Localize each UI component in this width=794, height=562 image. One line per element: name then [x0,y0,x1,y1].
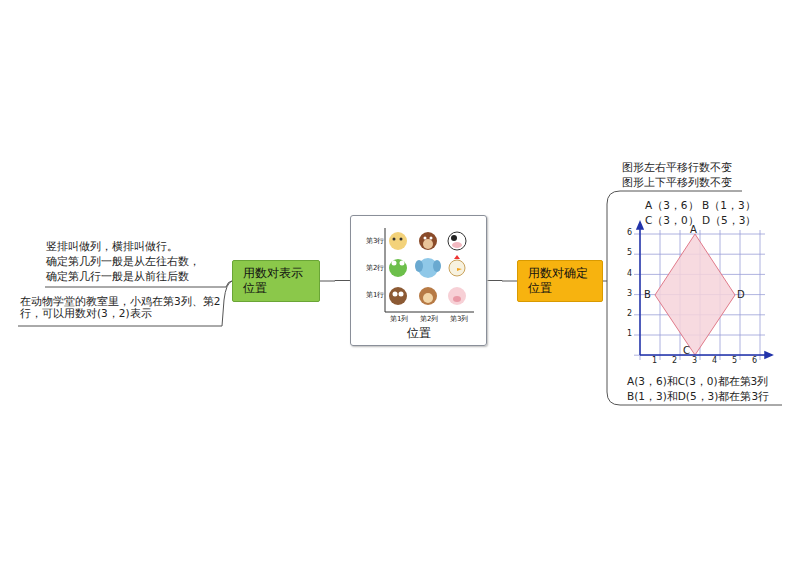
axis-number: 6 [752,356,757,365]
leader-line [18,281,232,326]
axis-number: 5 [627,248,632,257]
node-text: 位置 [351,326,486,341]
note-text: A(3，6)和C(3，0)都在第3列 [627,375,768,387]
coordinate-grid [634,230,765,360]
rule-text: 图形上下平移列数不变 [622,176,732,188]
note-text: 确定第几行一般是从前往后数 [46,270,189,282]
topic-box: 用数对表示位置 [232,260,320,302]
node-text: 用数对表示位置 [243,266,307,296]
note-text: 竖排叫做列，横排叫做行。 [46,240,178,252]
column-label: 第3列 [450,315,468,323]
point-label: A [690,224,697,236]
axis-number: 2 [627,309,632,318]
point-coord: D（5，3） [702,214,756,226]
animal-picture [385,228,474,312]
column-label: 第2列 [420,315,438,323]
column-label: 第1列 [390,315,408,323]
axis-number: 1 [652,356,657,365]
point-label: B [644,289,651,301]
axis-number: 1 [627,329,632,338]
point-label: C [683,345,690,357]
rule-text: 图形左右平移行数不变 [622,161,732,173]
note-text: 确定第几列一般是从左往右数， [46,255,200,267]
topic-box: 用数对确定位置 [517,260,603,302]
rhombus [655,234,735,355]
axis-number: 5 [732,356,737,365]
point-coord: A（3，6） [645,199,699,211]
note-text: B(1，3)和D(5，3)都在第3行 [627,390,769,402]
bracket [607,191,782,405]
axis-number: 3 [627,289,632,298]
axis-number: 4 [712,356,717,365]
point-coord: B（1，3） [702,199,756,211]
point-label: D [737,289,745,301]
axis-number: 6 [627,228,632,237]
picture-box: 位置 [350,215,487,346]
connector [320,280,350,282]
node-text: 用数对确定位置 [528,266,590,296]
axis-number: 2 [672,356,677,365]
axis-number: 4 [627,269,632,278]
axis-number: 3 [692,356,697,365]
note-text: 在动物学堂的教室里，小鸡在第3列、第2行，可以用数对(3，2)表示 [20,295,222,319]
row-label: 第1行 [366,291,384,299]
row-label: 第3行 [366,237,384,245]
row-label: 第2行 [366,264,384,272]
connector [487,280,517,282]
axes [637,222,772,358]
